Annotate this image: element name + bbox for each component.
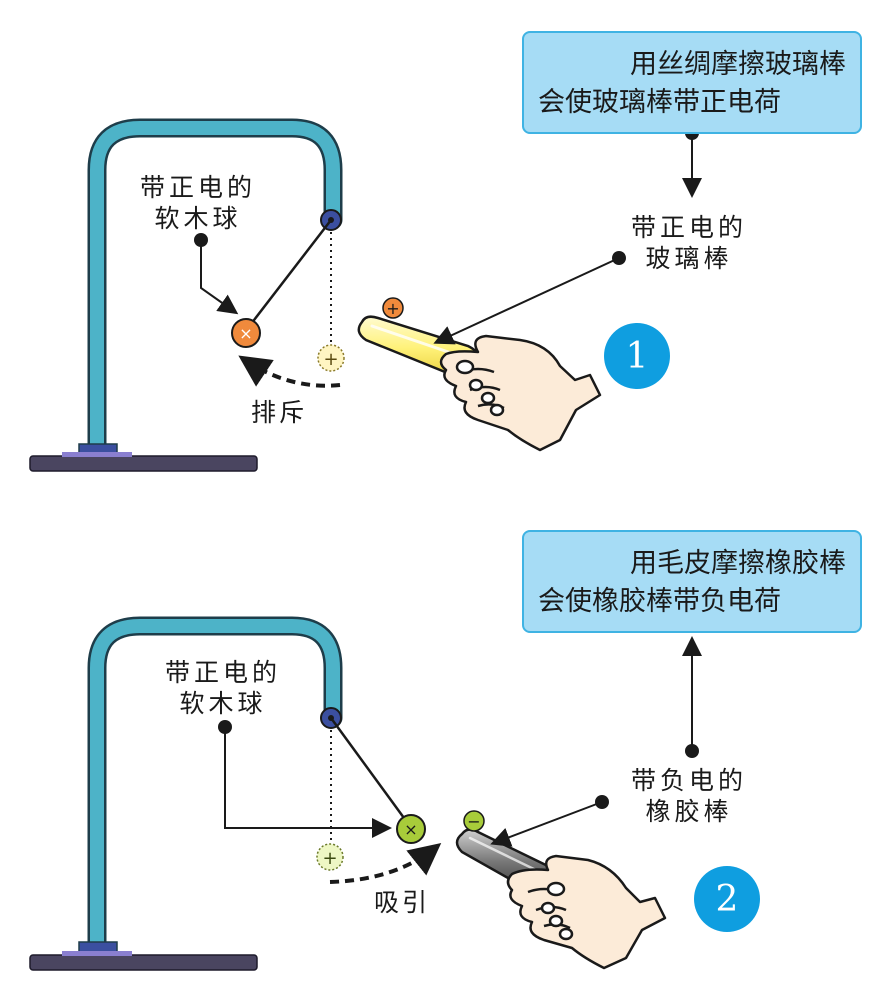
panel2-callout-line2: 会使橡胶棒带负电荷	[538, 586, 781, 617]
panel1-callout-line1: 用丝绸摩擦玻璃棒	[630, 49, 846, 80]
panel1-callout: 用丝绸摩擦玻璃棒 会使玻璃棒带正电荷	[522, 31, 862, 134]
panel1-ghost-sign: +	[323, 349, 338, 370]
panel1-action-label: 排斥	[251, 398, 308, 427]
panel2-charged-ball	[396, 814, 426, 844]
panel2-rod-sign: −	[467, 812, 480, 831]
panel1-callout-line2: 会使玻璃棒带正电荷	[538, 87, 781, 118]
panel1-rod-label-line1: 带正电的	[631, 213, 748, 242]
panel1-rod-charge	[382, 297, 404, 319]
panel1-charged-ball	[231, 318, 261, 348]
panel2-rod-pointer	[490, 801, 603, 847]
panel1-ball-label-line1: 带正电的	[140, 173, 257, 202]
panel2-step-badge: 2	[694, 866, 760, 932]
panel1-stand	[29, 118, 343, 472]
panel2-ball-pointer	[224, 727, 392, 838]
panel1-rod-label: 带正电的 玻璃棒	[631, 212, 747, 274]
panel1-rod-label-line2: 玻璃棒	[645, 244, 733, 273]
panel2-rod-label-line2: 橡胶棒	[645, 797, 733, 826]
panel1-ball-sign: ×	[239, 324, 252, 343]
panel2-ball-label-line1: 带正电的	[165, 658, 282, 687]
panel2-stand	[29, 616, 343, 971]
panel1-ghost-ball	[317, 344, 345, 372]
panel2-rod-label-line1: 带负电的	[631, 766, 748, 795]
panel2-hand	[506, 854, 667, 970]
panel2-string	[329, 717, 406, 819]
panel1-step-badge: 1	[604, 323, 670, 389]
panel2-ghost-ball	[316, 843, 344, 871]
panel2-callout: 用毛皮摩擦橡胶棒 会使橡胶棒带负电荷	[522, 530, 862, 633]
panel2-ball-sign: ×	[404, 820, 417, 839]
panel1-ball-label-line2: 软木球	[154, 204, 242, 233]
panel1-ball-label: 带正电的 软木球	[140, 172, 256, 234]
panel2-ball-label: 带正电的 软木球	[165, 657, 281, 719]
panel2-rod-label: 带负电的 橡胶棒	[631, 765, 747, 827]
panel2-rod-charge	[463, 810, 485, 832]
panel2-callout-line1: 用毛皮摩擦橡胶棒	[630, 548, 846, 579]
panel2-attract-arrow	[329, 843, 442, 884]
panel1-rod-pointer	[433, 257, 620, 345]
panel1-ball-pointer	[200, 240, 239, 315]
panel2-action-label: 吸引	[374, 888, 431, 917]
panel2-ball-label-line2: 软木球	[179, 689, 267, 718]
panel2-ghost-sign: +	[322, 848, 337, 869]
panel1-string	[250, 219, 332, 325]
panel1-hand	[439, 334, 602, 452]
panel1-repel-arrow	[238, 355, 341, 388]
panel1-rod-sign: +	[386, 299, 399, 318]
